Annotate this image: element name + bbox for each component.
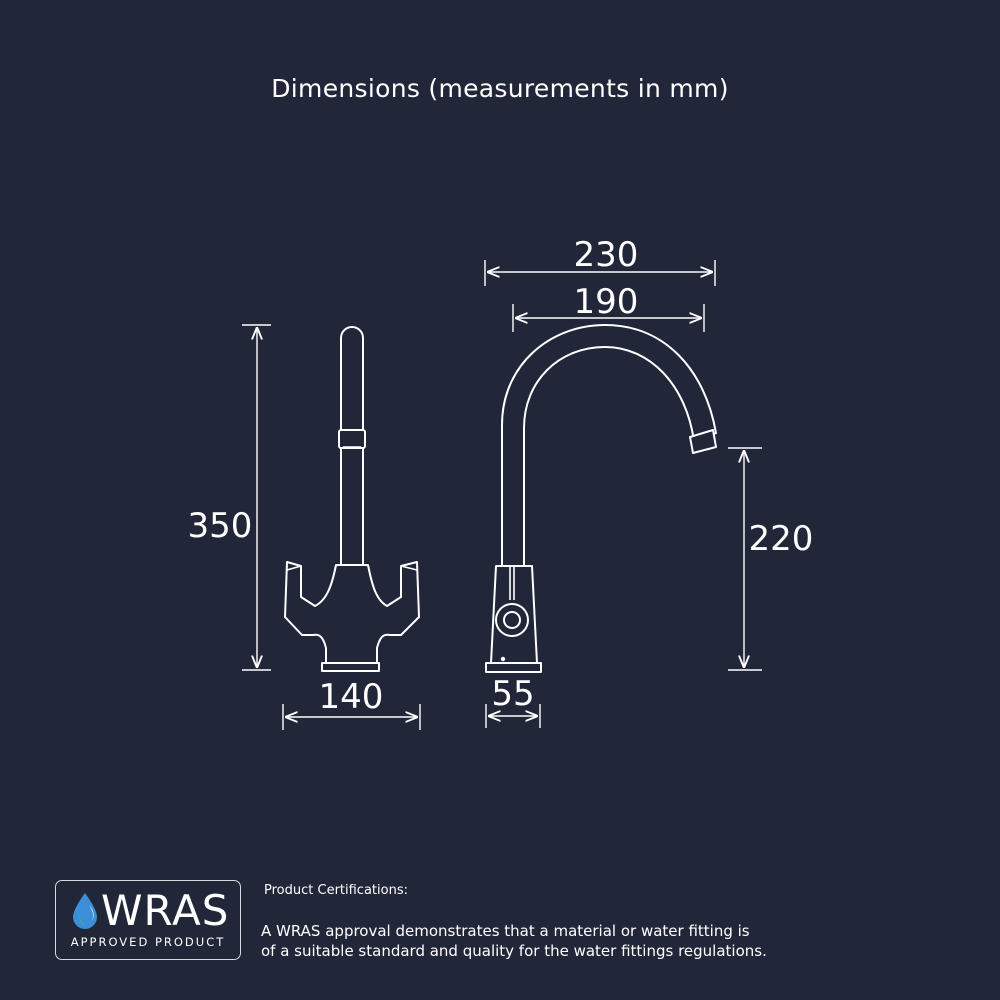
side-view-tap xyxy=(485,324,717,673)
wras-approved-badge: WRAS APPROVED PRODUCT xyxy=(55,880,241,960)
inner-reach-label: 190 xyxy=(574,282,639,322)
front-width-label: 140 xyxy=(319,677,384,717)
page-title: Dimensions (measurements in mm) xyxy=(271,74,729,103)
front-view-tap xyxy=(284,326,420,672)
certification-line-1: A WRAS approval demonstrates that a mate… xyxy=(261,922,750,940)
outer-reach-label: 230 xyxy=(574,235,639,275)
outer-reach-dimension: 230 xyxy=(484,235,716,286)
certification-line-2: of a suitable standard and quality for t… xyxy=(261,942,767,960)
certification-text: A WRAS approval demonstrates that a mate… xyxy=(261,921,861,961)
inner-reach-dimension: 190 xyxy=(512,282,705,332)
wras-logo-text: WRAS xyxy=(101,886,230,935)
spout-height-label: 220 xyxy=(749,519,814,559)
side-depth-label: 55 xyxy=(491,674,534,714)
certification-heading: Product Certifications: xyxy=(264,883,408,898)
side-depth-dimension: 55 xyxy=(485,674,541,728)
wras-subtitle: APPROVED PRODUCT xyxy=(70,935,226,949)
water-drop-icon xyxy=(73,893,97,929)
front-width-dimension: 140 xyxy=(282,677,421,730)
height-total-label: 350 xyxy=(188,506,253,546)
height-dimension: 350 xyxy=(188,324,271,671)
spout-height-dimension: 220 xyxy=(728,447,814,671)
